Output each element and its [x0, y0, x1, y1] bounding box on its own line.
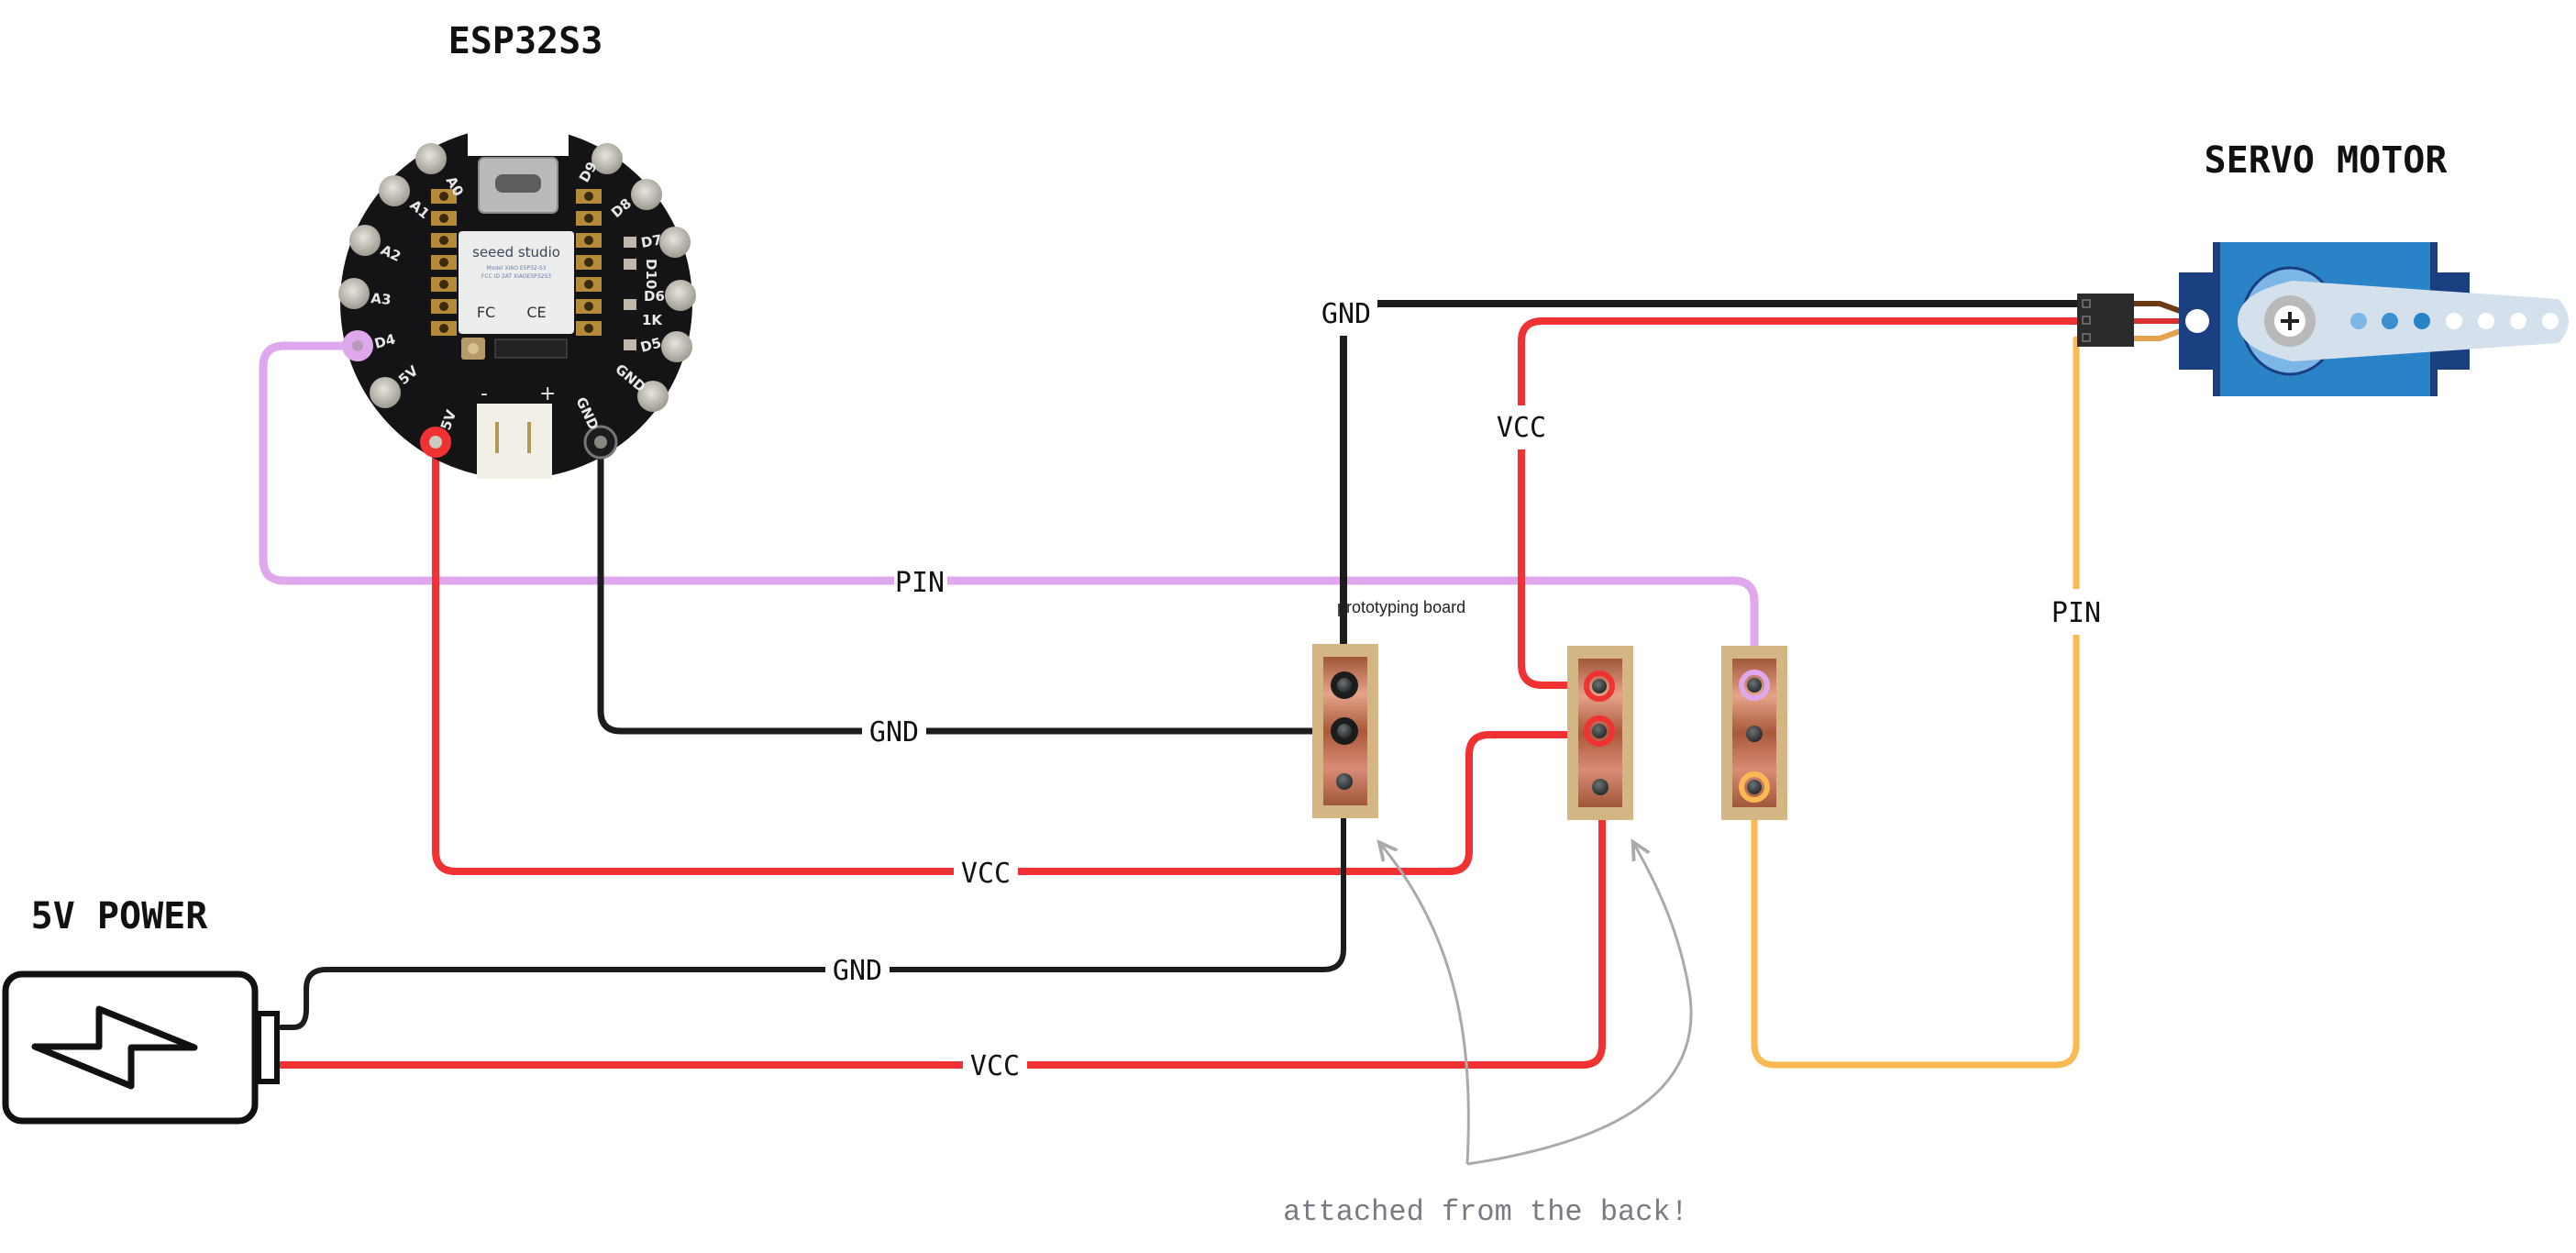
servo-connector	[2077, 294, 2134, 347]
label-vcc-power: VCC	[970, 1050, 1020, 1082]
label-pin-servo: PIN	[2051, 597, 2101, 629]
pad-label-1k: 1K	[642, 312, 663, 328]
pad-d9	[591, 143, 623, 174]
wire-gnd-power	[275, 784, 1346, 1030]
pad-a3	[338, 278, 370, 309]
power-title: 5V POWER	[31, 895, 209, 937]
strip3-hole2	[1746, 726, 1763, 742]
servo-title: SERVO MOTOR	[2205, 139, 2449, 182]
label-vcc-servo: VCC	[1497, 412, 1546, 444]
strip2-hole2	[1584, 715, 1615, 747]
attached-note: attached from the back!	[1283, 1195, 1688, 1229]
header-pins-right	[576, 189, 602, 336]
ce-mark: CE	[526, 304, 546, 321]
strip2-hole3	[1592, 779, 1609, 795]
label-vcc-esp: VCC	[961, 858, 1011, 890]
battery-icon	[2, 970, 280, 1125]
servo-motor	[2077, 242, 2569, 396]
pad-label-d4: D4	[372, 331, 397, 352]
pad-d6	[665, 280, 696, 311]
model-text-1: Model XIAO ESP32-S3	[486, 265, 546, 272]
fc-mark: FC	[477, 304, 495, 321]
esp32s3-board: seeed studio Model XIAO ESP32-S3 FCC ID …	[338, 119, 696, 479]
strip2-hole1	[1584, 671, 1615, 702]
pad-label-d10: D10	[643, 259, 659, 289]
wire-labels: PIN GND VCC GND VCC GND VCC PIN	[825, 292, 2109, 1083]
proto-strip-3	[1721, 646, 1787, 820]
pad-label-d6: D6	[644, 288, 665, 305]
connector-plus-label: +	[539, 383, 556, 405]
pad-label-d7: D7	[640, 231, 664, 251]
wire-pin-esp	[259, 341, 1759, 688]
label-pin-esp: PIN	[895, 567, 945, 599]
wire-pin-servo	[1751, 336, 2080, 1069]
label-gnd-servo: GND	[1321, 298, 1371, 330]
strip3-hole3	[1739, 771, 1770, 803]
wire-vcc-servo	[1518, 317, 2084, 689]
model-text-2: FCC ID 2AT XIAOESP32S3	[481, 273, 551, 280]
pad-label-d5: D5	[638, 335, 663, 356]
pad-d8	[631, 179, 662, 210]
pad-a1	[379, 175, 410, 206]
pad-label-a3: A3	[370, 290, 392, 308]
wire-gnd-servo	[1340, 300, 2084, 689]
pad-gnd-b	[637, 381, 669, 412]
proto-strip-1	[1312, 644, 1378, 818]
strip3-hole1	[1739, 670, 1770, 701]
pad-d7	[659, 227, 691, 258]
screw-plus-icon	[2281, 312, 2299, 330]
label-gnd-power: GND	[833, 955, 882, 987]
prototyping-board-label: prototyping board	[1337, 598, 1465, 616]
strip1-hole3	[1336, 773, 1353, 790]
proto-strip-2	[1567, 646, 1633, 820]
wire-vcc-power	[274, 785, 1606, 1069]
edge-pads	[338, 143, 696, 460]
servo-horn	[2238, 281, 2569, 361]
arrow-to-strip1	[1382, 846, 1470, 1165]
wire-vcc-esp	[432, 438, 1602, 875]
note-arrows	[1382, 846, 1693, 1166]
pad-5v-a	[370, 377, 401, 408]
connector-minus-label: -	[481, 383, 488, 405]
esp32-title: ESP32S3	[448, 20, 603, 62]
pad-a2	[349, 225, 381, 256]
lightning-bolt-icon	[31, 1005, 198, 1090]
module-shield	[459, 231, 574, 334]
arrow-to-strip2	[1466, 846, 1693, 1166]
pad-d5	[661, 331, 692, 362]
brand-text: seeed studio	[472, 244, 560, 261]
wire-gnd-esp	[597, 438, 1347, 735]
battery-connector	[477, 404, 552, 479]
header-pins-left	[431, 189, 457, 336]
pad-a0	[415, 143, 447, 174]
label-gnd-esp: GND	[869, 716, 919, 748]
